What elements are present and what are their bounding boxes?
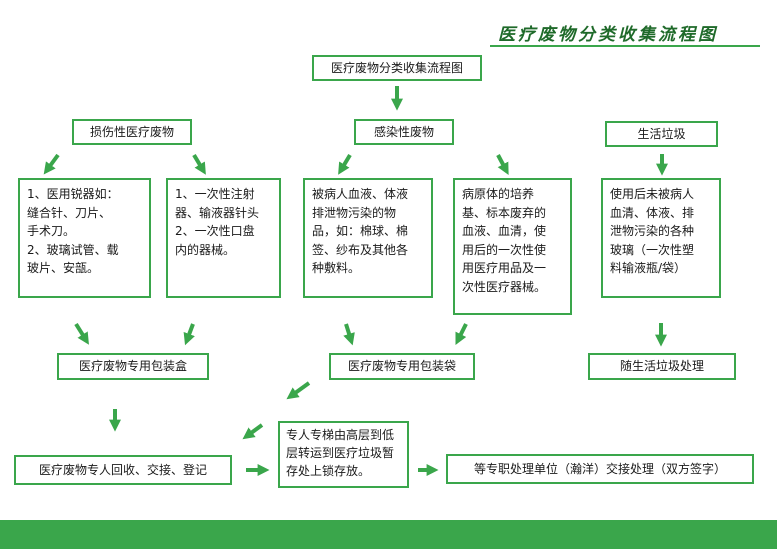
arrow-sharp-to-b [192,153,206,175]
arrow-infectious-a-to-bag [343,323,355,346]
category-sharp: 损伤性医疗废物 [72,119,192,145]
arrow-bag-to-transport [286,381,311,400]
top-node: 医疗废物分类收集流程图 [312,55,482,81]
process-dispose: 等专职处理单位（瀚洋）交接处理（双方签字） [446,454,754,484]
container-domestic: 随生活垃圾处理 [588,353,736,380]
footer-bar [0,520,777,549]
arrow-infectious-to-a [338,153,352,175]
arrow-infectious-b-to-bag [455,323,468,346]
detail-domestic-a: 使用后未被病人 血清、体液、排 泄物污染的各种 玻璃（一次性塑 料输液瓶/袋） [601,178,721,298]
arrow-sharp-b-to-box [183,323,195,346]
process-collect: 医疗废物专人回收、交接、登记 [14,455,232,485]
container-bag: 医疗废物专用包装袋 [329,353,475,380]
process-transport: 专人专梯由高层到低 层转运到医疗垃圾暂 存处上锁存放。 [278,421,409,488]
category-domestic: 生活垃圾 [605,121,718,147]
detail-sharp-b: 1、一次性注射 器、输液器针头 2、一次性口盘 内的器械。 [166,178,281,298]
detail-infectious-a: 被病人血液、体液 排泄物污染的物 品，如：棉球、棉 签、纱布及其他各 种敷料。 [303,178,433,298]
arrow-sharp-to-a [43,153,60,175]
title-underline [490,45,760,47]
arrow-infectious-to-b [496,154,509,175]
arrow-transport-to-collect [242,423,264,440]
page-title: 医疗废物分类收集流程图 [498,25,718,45]
arrow-sharp-a-to-box [74,322,89,345]
detail-sharp-a: 1、医用锐器如： 缝合针、刀片、 手术刀。 2、玻璃试管、载 玻片、安瓿。 [18,178,151,298]
category-infectious: 感染性废物 [354,119,454,145]
detail-infectious-b: 病原体的培养 基、标本废弃的 血液、血清，使 用后的一次性使 用医疗用品及一 次… [453,178,572,315]
container-box: 医疗废物专用包装盒 [57,353,209,380]
